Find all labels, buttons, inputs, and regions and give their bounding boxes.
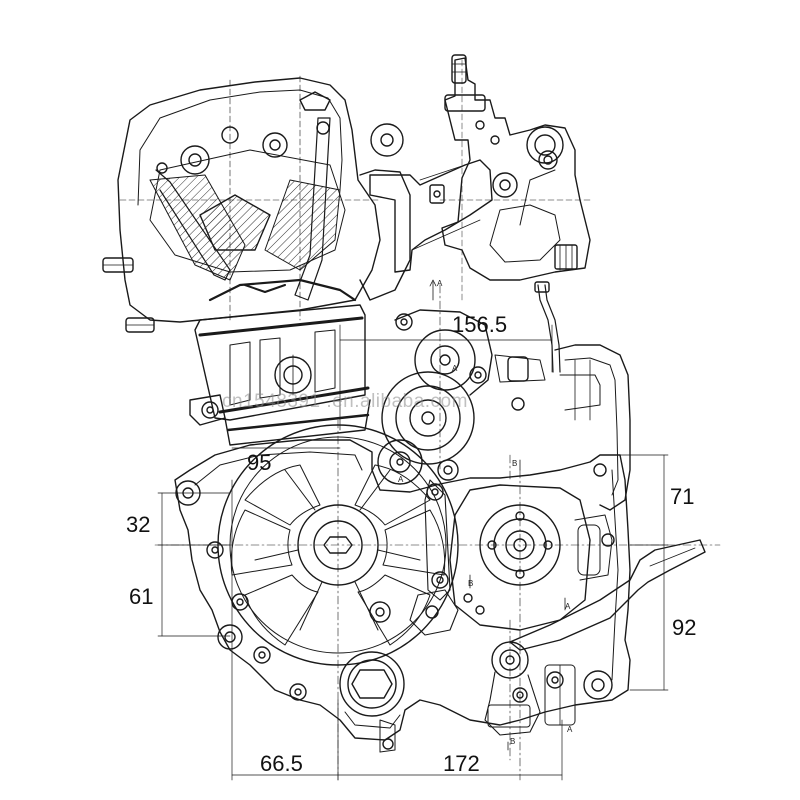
dim-left-upper: 32 [126,512,151,537]
dimension-lines [157,324,669,781]
oil-drain [339,651,405,729]
dim-left-offset: 95 [247,450,272,475]
dim-right-upper: 71 [670,484,695,509]
dim-bottom-left: 66.5 [260,751,303,776]
clutch-cover [409,479,613,636]
shift-shaft [379,641,576,753]
section-mark-a: A [565,602,571,611]
dim-left-lower: 61 [129,584,154,609]
head-studs [102,257,155,333]
section-mark-b: B [468,579,474,588]
cylinder-head [117,75,381,323]
breather-hose [534,281,561,373]
section-mark-b: B [510,737,516,746]
head-lug [359,123,411,301]
section-mark-a: A [452,364,458,373]
section-mark-a: A [398,475,404,484]
section-mark-a: A [567,725,573,734]
shift-lever [509,539,706,651]
starter-gears [377,309,546,485]
dim-right-lower: 92 [672,615,697,640]
section-mark-b: B [512,459,518,468]
section-mark-a: A [437,279,443,288]
dim-top-width: 156.5 [452,312,508,337]
watermark-text: cn1548391 .en.alibaba.com [222,391,468,412]
rear-housing [554,344,631,511]
center-lines [154,284,721,781]
carburetor [439,54,591,301]
intake-manifold [369,159,493,273]
dim-bottom-right: 172 [443,751,480,776]
cylinder-block [189,304,371,446]
section-markers [429,279,566,751]
